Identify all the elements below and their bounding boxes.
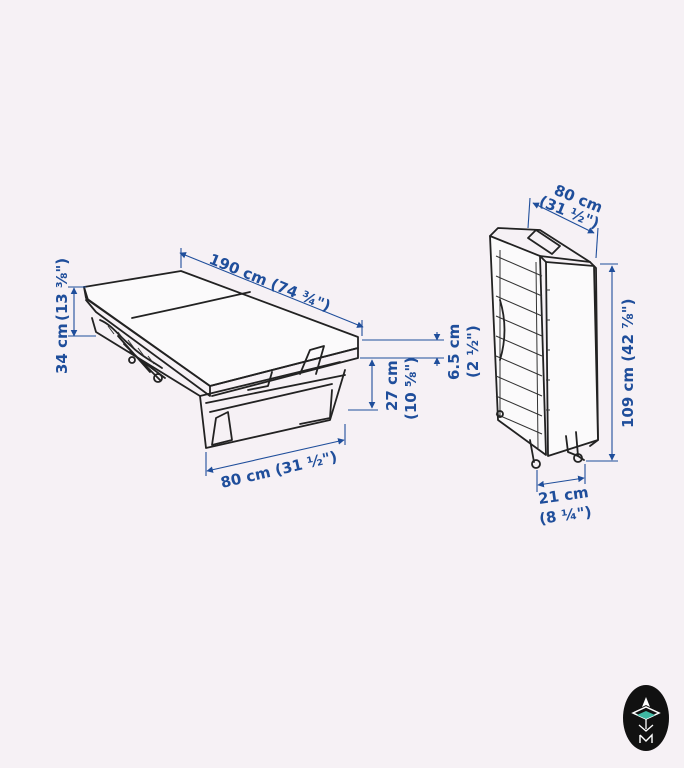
folded-bed-drawing [489,227,599,469]
frame-height-label: 27 cm [383,360,401,411]
bed-height-inch-label: (13 ⅜") [53,258,71,321]
folded-dimension-lines [527,197,618,492]
watermark-logo-icon [623,685,669,751]
bed-height-label: 34 cm [53,323,71,374]
frame-height-inch-label: (10 ⅝") [402,357,420,420]
unfolded-dimension-lines [68,248,444,476]
mattress-thickness-label: 6.5 cm [445,324,463,380]
folded-height-label: 109 cm (42 ⅞") [619,299,637,428]
mattress-thickness-inch-label: (2 ½") [464,325,482,378]
